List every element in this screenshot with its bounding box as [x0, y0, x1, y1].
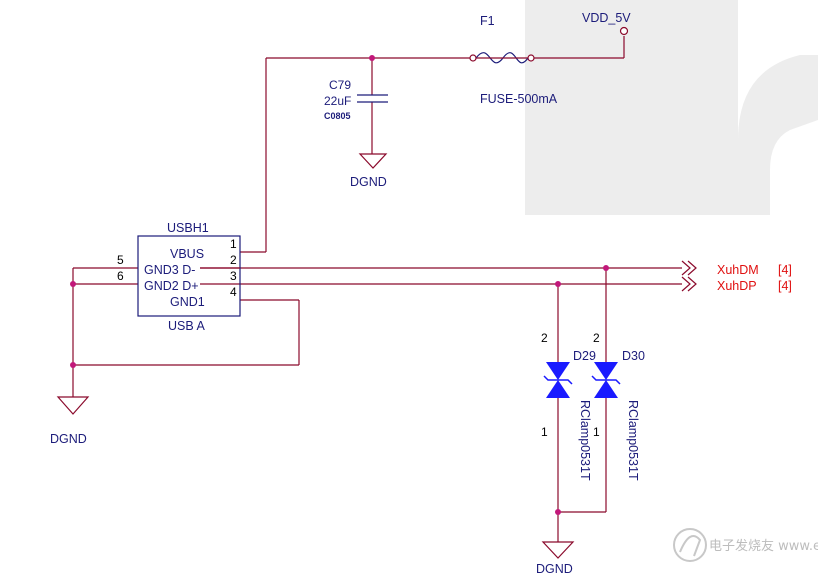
diode-part-d30: RClamp0531T	[626, 400, 640, 481]
fuse-value: FUSE-500mA	[480, 92, 558, 106]
pin-number: 1	[541, 425, 548, 439]
offsheet-arrow-dm	[681, 260, 697, 276]
capacitor-footprint: C0805	[324, 111, 351, 121]
pin-number: 2	[230, 253, 237, 267]
pin-number: 4	[230, 285, 237, 299]
ground-label-left: DGND	[50, 432, 87, 446]
pin-number: 1	[593, 425, 600, 439]
tvs-diode-d29	[543, 362, 573, 398]
ground-symbol-cap	[358, 153, 388, 169]
ground-symbol-diodes	[541, 541, 575, 559]
pin-number: 6	[117, 269, 124, 283]
pin-number: 5	[117, 253, 124, 267]
pin-number: 3	[230, 269, 237, 283]
tvs-diode-d30	[591, 362, 621, 398]
diode-part-d29: RClamp0531T	[578, 400, 592, 481]
capacitor-ref: C79	[329, 78, 351, 92]
offsheet-arrow-dp	[681, 276, 697, 292]
capacitor-value: 22uF	[324, 94, 351, 108]
ground-symbol-left	[56, 396, 90, 415]
pin-name-vbus: VBUS	[170, 247, 204, 261]
fuse-symbol	[469, 52, 535, 64]
watermark	[525, 0, 818, 215]
net-label-xuhdp: XuhDP	[717, 279, 757, 293]
pin-number: 2	[593, 331, 600, 345]
connector-ref: USBH1	[167, 221, 209, 235]
power-port-symbol	[619, 26, 629, 36]
fuse-ref: F1	[480, 14, 495, 28]
net-label-xuhdm: XuhDM	[717, 263, 759, 277]
net-sheet-ref-xuhdm: [4]	[778, 263, 792, 277]
usb-connector-body	[137, 235, 241, 317]
pin-number: 2	[541, 331, 548, 345]
pin-name-gnd3-dm: GND3 D-	[144, 263, 195, 277]
pin-name-gnd2-dp: GND2 D+	[144, 279, 199, 293]
capacitor-symbol	[357, 94, 388, 103]
pin-name-gnd1: GND1	[170, 295, 205, 309]
connector-type: USB A	[168, 319, 205, 333]
pin-number: 1	[230, 237, 237, 251]
elecfans-logo: 电子发烧友 www.elecfans.com	[673, 528, 818, 562]
diode-ref-d30: D30	[622, 349, 645, 363]
diode-ref-d29: D29	[573, 349, 596, 363]
power-label: VDD_5V	[582, 11, 631, 25]
wires	[72, 36, 682, 542]
junction-dots	[70, 55, 609, 515]
net-sheet-ref-xuhdp: [4]	[778, 279, 792, 293]
credit-text: 电子发烧友 www.elecfans.com	[709, 538, 818, 554]
ground-label-cap: DGND	[350, 175, 387, 189]
ground-label-diodes: DGND	[536, 562, 573, 576]
